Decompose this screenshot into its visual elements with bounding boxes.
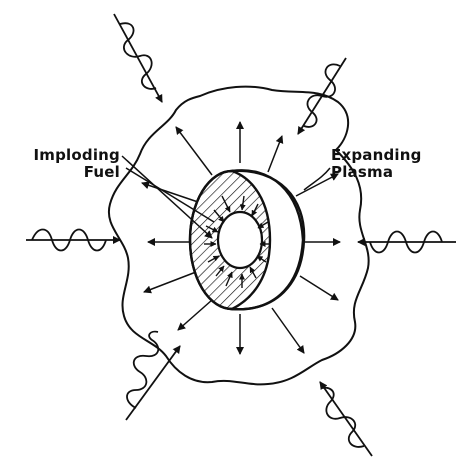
expanding-plasma-label-line1: Expanding xyxy=(331,146,422,164)
plasma-boundary xyxy=(107,85,370,386)
leader-lines xyxy=(121,155,331,239)
fuel-core xyxy=(216,210,264,270)
expanding-plasma-label: Expanding Plasma xyxy=(331,147,422,181)
imploding-fuel-label: Imploding Fuel xyxy=(22,147,120,181)
expansion-arrows xyxy=(141,121,341,355)
expanding-plasma-label-line2: Plasma xyxy=(331,163,394,181)
laser-beams xyxy=(26,13,456,457)
imploding-fuel-label-line1: Imploding xyxy=(33,146,120,164)
implosion-arrows xyxy=(204,195,270,288)
imploding-fuel-label-line2: Fuel xyxy=(83,163,120,181)
